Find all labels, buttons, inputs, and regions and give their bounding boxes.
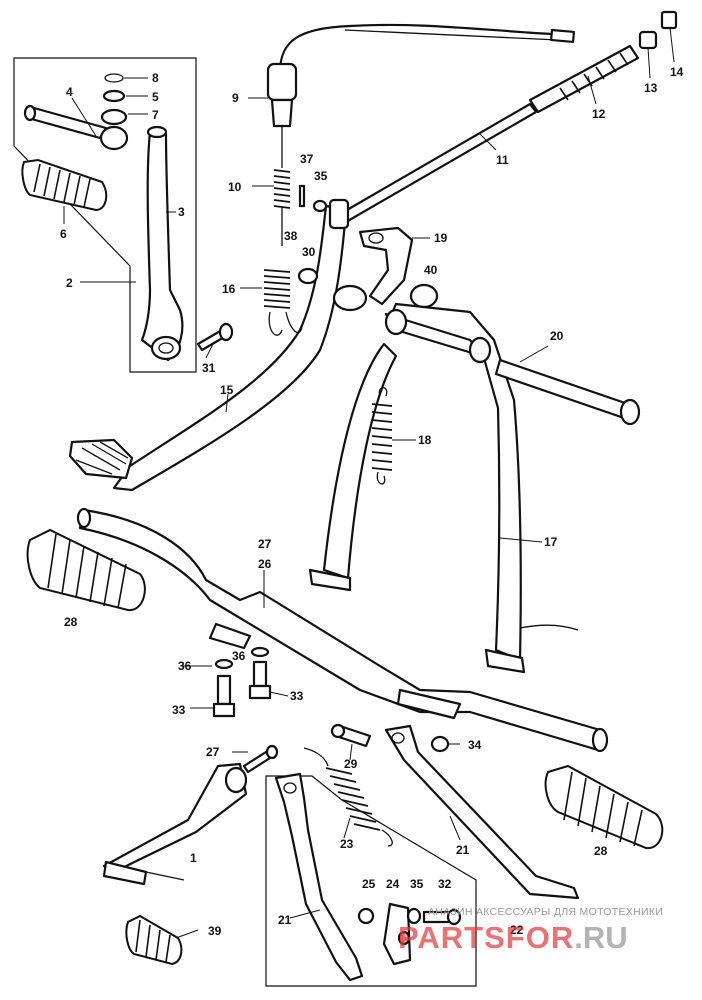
callout-11: 11: [496, 153, 509, 167]
washer-35-lower: [406, 907, 422, 925]
spring-10: [273, 169, 291, 246]
callout-26: 26: [258, 557, 272, 571]
callout-15: 15: [220, 383, 234, 397]
washer-35: [312, 199, 328, 213]
callout-33-right: 33: [290, 689, 304, 703]
watermark: АНАЗИН АКСЕССУАРЫ ДЛЯ МОТОТЕХНИКИ PARTSF…: [398, 906, 663, 955]
logo-parts: PARTS: [398, 920, 506, 955]
pin-29: [330, 723, 372, 748]
callout-28-left: 28: [64, 615, 78, 629]
washer: [102, 89, 126, 103]
side-stand-21: [384, 724, 580, 900]
cable-nut-14: [660, 10, 678, 30]
kick-rubber-grip: [21, 158, 108, 212]
callout-13: 13: [644, 81, 658, 95]
bolt-27: [242, 744, 279, 774]
leader-lines: [63, 27, 675, 939]
bolt-31: [196, 322, 234, 352]
callout-12: 12: [592, 107, 606, 121]
spring-16: [263, 269, 303, 336]
bracket-24: [382, 902, 412, 966]
nut-34: [430, 735, 450, 753]
callout-3: 3: [178, 205, 185, 219]
cable-sleeve-12: [528, 44, 640, 114]
callout-7: 7: [152, 108, 159, 122]
callout-10: 10: [228, 180, 242, 194]
pin-37: [298, 184, 306, 208]
brake-plate-19: [358, 226, 414, 306]
callout-25: 25: [362, 877, 376, 891]
spring-18: [371, 387, 393, 485]
watermark-logo: PARTSFOR.RU: [398, 920, 628, 955]
callout-6: 6: [60, 227, 67, 241]
callout-21-left: 21: [278, 913, 292, 927]
snap-ring: [104, 73, 124, 83]
bolt-33-left: [212, 658, 236, 718]
side-stand-group-box: [265, 775, 477, 987]
speedo-cable-upper: [266, 23, 576, 128]
kick-shaft: [23, 104, 129, 151]
callout-28-right: 28: [594, 844, 608, 858]
callout-14: 14: [670, 65, 684, 79]
reflector-22: [397, 930, 411, 946]
callout-35-lower: 35: [410, 877, 424, 891]
callout-4: 4: [66, 85, 73, 99]
callout-33-left: 33: [172, 703, 186, 717]
callout-17: 17: [544, 535, 558, 549]
callout-38: 38: [284, 229, 298, 243]
step-bar: [76, 507, 609, 753]
callout-16: 16: [222, 282, 236, 296]
side-stand-21-boxed: [274, 772, 364, 982]
callout-23: 23: [340, 837, 354, 851]
callout-35-upper: 35: [314, 169, 328, 183]
stand-shaft-20: [494, 358, 641, 426]
callout-36-right: 36: [232, 649, 246, 663]
callout-27-upper: 27: [258, 537, 272, 551]
spring-collar: [100, 108, 128, 126]
footpeg-rubber-left: [26, 528, 146, 612]
callout-19: 19: [434, 231, 448, 245]
callout-40: 40: [424, 263, 438, 277]
callout-39: 39: [208, 924, 222, 938]
bolt-32: [422, 908, 462, 926]
callout-34: 34: [468, 738, 482, 752]
footpeg-rubber-right: [544, 764, 664, 850]
kick-rubber-39: [125, 914, 183, 966]
callout-22: 22: [510, 923, 524, 937]
main-stand: [308, 302, 579, 674]
brake-pedal: [68, 198, 368, 492]
callout-31: 31: [202, 361, 216, 375]
callout-9: 9: [232, 91, 239, 105]
watermark-tagline: АНАЗИН АКСЕССУАРЫ ДЛЯ МОТОТЕХНИКИ: [428, 906, 663, 918]
collar-25: [357, 907, 375, 925]
callout-20: 20: [550, 329, 564, 343]
callout-2: 2: [66, 276, 73, 290]
spring-23: [303, 747, 393, 847]
callout-labels: 8 5 7 4 6 3 2 31 9 10 37 35 38 30 16 11 …: [60, 65, 684, 938]
callout-18: 18: [418, 433, 432, 447]
kick-arm-lower: [102, 762, 248, 886]
cable-nut-13: [638, 30, 658, 50]
kick-starter-group-box: [13, 57, 197, 373]
kick-arm: [140, 125, 184, 362]
callout-8: 8: [152, 71, 159, 85]
logo-for: FOR: [506, 920, 574, 955]
bush-40: [409, 283, 439, 309]
callout-29: 29: [344, 757, 358, 771]
callout-37: 37: [300, 152, 314, 166]
callout-32: 32: [438, 877, 452, 891]
callout-5: 5: [152, 90, 159, 104]
washer-30: [297, 267, 319, 285]
callout-21-right: 21: [456, 843, 470, 857]
logo-domain: .RU: [574, 920, 627, 955]
callout-36-left: 36: [178, 659, 192, 673]
callout-1: 1: [190, 851, 197, 865]
bolt-33-right: [248, 646, 272, 700]
callout-24: 24: [386, 877, 400, 891]
callout-30: 30: [302, 245, 316, 259]
callout-27-lower: 27: [206, 745, 220, 759]
